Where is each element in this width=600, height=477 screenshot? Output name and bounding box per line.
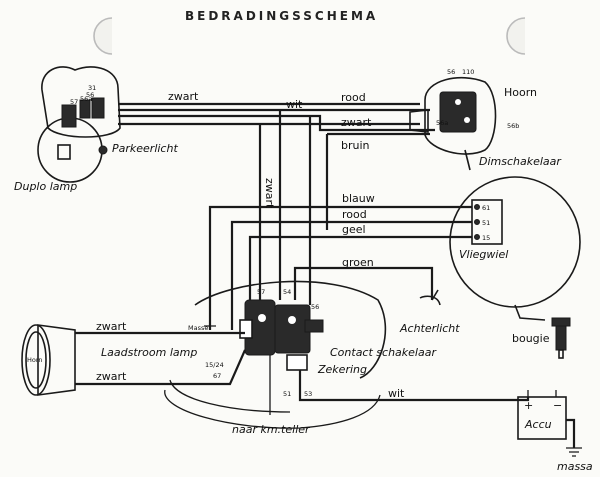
- wire-geel: [248, 235, 472, 300]
- binder-hole-left: [93, 17, 113, 55]
- horn-terminal-110: 110: [462, 68, 474, 76]
- horn-terminal-56: 56: [447, 68, 455, 76]
- zekering-label: Zekering: [317, 363, 367, 376]
- hoorn-label: Hoorn: [504, 86, 537, 99]
- label-zwart-head1: zwart: [96, 320, 127, 333]
- diagram-title: BEDRADINGSSCHEMA: [185, 9, 378, 23]
- label-zwart-horn: zwart: [341, 116, 372, 129]
- switch-terminal-53: 53: [304, 390, 312, 398]
- switch-terminal-54: 54: [283, 288, 291, 296]
- switch-terminal-15-24: 15/24: [205, 361, 224, 369]
- binder-hole-right: [506, 17, 526, 55]
- label-wit-top: wit: [286, 98, 303, 111]
- label-blauw: blauw: [342, 192, 375, 205]
- switch-terminal-67: 67: [213, 372, 221, 380]
- achterlicht-label: Achterlicht: [399, 322, 460, 335]
- horn-terminal-56b: 56b: [507, 122, 519, 130]
- headlamp: Horn: [21, 324, 76, 396]
- contact-switch-assembly: 57 54 56 15/24 67 51 53 Masse: [164, 280, 387, 429]
- battery: + −: [517, 390, 582, 457]
- switch-terminal-51: 51: [283, 390, 291, 398]
- horn-terminal-56a: 56a: [436, 119, 448, 127]
- flywheel-terminal-51: 51: [482, 219, 490, 227]
- accu-label: Accu: [524, 418, 552, 431]
- contact-schakelaar-label: Contact schakelaar: [330, 346, 437, 359]
- wire-zwart-head2: [75, 349, 247, 386]
- laadstroom-lamp-label: Laadstroom lamp: [101, 346, 197, 359]
- label-groen: groen: [342, 256, 374, 269]
- label-geel: geel: [342, 223, 366, 236]
- wire-wit-top: [118, 114, 435, 132]
- label-zwart-head2: zwart: [96, 370, 127, 383]
- terminal-57: 57: [70, 98, 78, 106]
- label-rood-top: rood: [341, 91, 366, 104]
- duplo-lamp-label: Duplo lamp: [14, 180, 77, 193]
- massa-label: massa: [557, 460, 593, 473]
- tail-light: [419, 289, 441, 306]
- horn-dimmer-switch: 56 110 56a 56b: [409, 68, 519, 171]
- km-teller-label: naar km.teller: [232, 423, 311, 436]
- switch-terminal-56: 56: [311, 303, 319, 311]
- label-rood-mid: rood: [342, 208, 367, 221]
- terminal-56: 56: [86, 91, 94, 99]
- label-bruin: bruin: [341, 139, 370, 152]
- bougie-label: bougie: [512, 332, 550, 345]
- flywheel-terminal-15: 15: [482, 234, 490, 242]
- vliegwiel-label: Vliegwiel: [459, 248, 508, 261]
- wire-wit-accu: [298, 370, 530, 402]
- flywheel-terminal-61: 61: [482, 204, 490, 212]
- dimschakelaar-label: Dimschakelaar: [479, 155, 562, 168]
- terminal-56a: 56a: [80, 95, 92, 103]
- wire-groen: [293, 266, 434, 300]
- parkeerlicht-label: Parkeerlicht: [112, 142, 178, 155]
- accu-plus: +: [524, 399, 533, 412]
- wire-blauw: [208, 205, 472, 330]
- accu-minus: −: [553, 399, 562, 412]
- label-zwart-vertical: zwart: [263, 178, 276, 209]
- spark-plug: [514, 304, 571, 359]
- duplo-lamp: 31 56 56a 57: [37, 66, 121, 183]
- masse-label: Masse: [188, 324, 208, 332]
- label-wit-accu: wit: [388, 387, 405, 400]
- terminal-31: 31: [88, 84, 96, 92]
- wire-rood-mid: [230, 220, 472, 330]
- label-zwart-top: zwart: [168, 90, 199, 103]
- switch-terminal-57: 57: [257, 288, 265, 296]
- horn-label: Horn: [27, 356, 43, 364]
- flywheel: 61 51 15: [449, 176, 581, 308]
